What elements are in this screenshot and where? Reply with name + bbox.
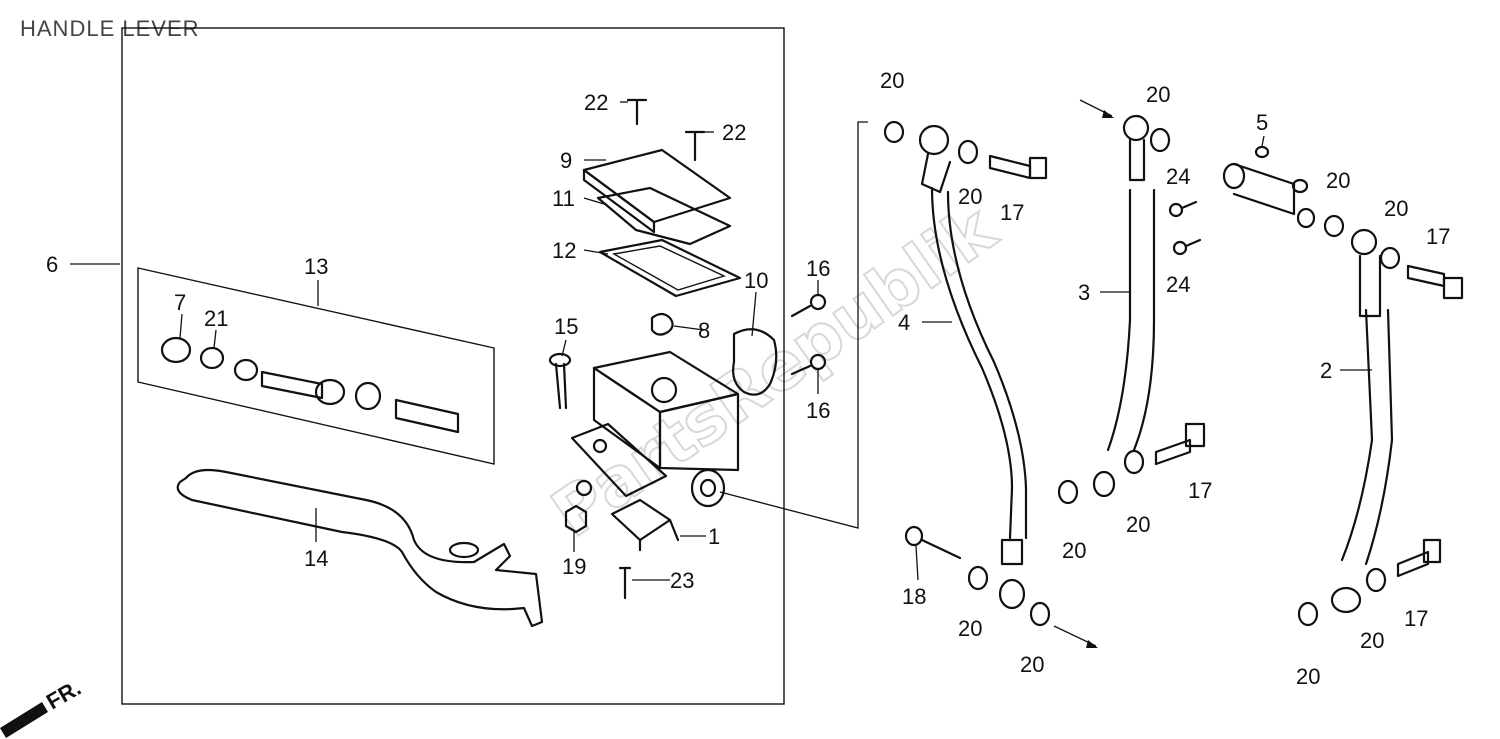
label-3: 3 [1078, 280, 1090, 305]
label-8: 8 [698, 318, 710, 343]
label-15: 15 [554, 314, 578, 339]
label-21: 21 [204, 306, 228, 331]
reservoir-clip [650, 312, 674, 336]
master-cylinder-body [570, 350, 740, 508]
label-2: 2 [1320, 358, 1332, 383]
screw-22b [684, 130, 706, 162]
hose-clamp-bolts [1168, 200, 1202, 256]
flow-arrowhead-1 [1102, 110, 1114, 118]
front-direction-arrow: FR. [0, 675, 85, 738]
label-5: 5 [1256, 110, 1268, 135]
label-7: 7 [174, 290, 186, 315]
screw-22a [626, 98, 648, 126]
label-19: 19 [562, 554, 586, 579]
label-14: 14 [304, 546, 328, 571]
brake-hose-3 [1092, 114, 1156, 498]
label-22b: 22 [722, 120, 746, 145]
label-23: 23 [670, 568, 694, 593]
label-13: 13 [304, 254, 328, 279]
pivot-bolt [548, 352, 572, 410]
label-20c: 20 [958, 616, 982, 641]
label-6: 6 [46, 252, 58, 277]
three-way-joint [1222, 145, 1316, 229]
holder-bolt-16b [790, 353, 827, 376]
label-20e: 20 [1146, 82, 1170, 107]
label-16a: 16 [806, 256, 830, 281]
label-20b: 20 [958, 184, 982, 209]
brake-hose-2 [1330, 228, 1394, 614]
label-22a: 22 [584, 90, 608, 115]
label-1: 1 [708, 524, 720, 549]
label-16b: 16 [806, 398, 830, 423]
bleeder-bolt [904, 525, 962, 560]
reservoir-cap [582, 148, 732, 234]
sealing-washers [883, 120, 1401, 627]
lever-boot [732, 328, 778, 396]
brake-hose-4 [918, 124, 1028, 610]
label-20k: 20 [1296, 664, 1320, 689]
label-20g: 20 [1062, 538, 1086, 563]
holder-bolt-16a [790, 293, 827, 318]
label-24a: 24 [1166, 164, 1190, 189]
label-17d: 17 [1404, 606, 1428, 631]
pivot-nut [564, 504, 588, 534]
label-4: 4 [898, 310, 910, 335]
label-20d: 20 [1020, 652, 1044, 677]
oil-bolts [988, 154, 1464, 578]
label-17b: 17 [1188, 478, 1212, 503]
leader-lines [70, 101, 1372, 581]
piston-kit-parts [160, 336, 460, 434]
label-17a: 17 [1000, 200, 1024, 225]
cap-plate [596, 186, 732, 246]
label-18: 18 [902, 584, 926, 609]
brake-switch [610, 498, 680, 552]
part-number-labels: 6 13 7 21 14 22 22 9 11 12 10 8 15 16 16… [46, 68, 1450, 689]
label-20j: 20 [1360, 628, 1384, 653]
label-20i: 20 [1384, 196, 1408, 221]
label-17c: 17 [1426, 224, 1450, 249]
label-20f: 20 [1126, 512, 1150, 537]
brake-lever [176, 468, 544, 628]
label-12: 12 [552, 238, 576, 263]
label-24b: 24 [1166, 272, 1190, 297]
flow-arrowhead-2 [1086, 640, 1098, 648]
label-9: 9 [560, 148, 572, 173]
label-20a: 20 [880, 68, 904, 93]
switch-screw [618, 566, 632, 600]
lever-pivot-hole [448, 541, 480, 559]
label-20h: 20 [1326, 168, 1350, 193]
connection-line [719, 121, 868, 529]
piston-kit-frame [137, 267, 495, 465]
diaphragm [598, 238, 742, 298]
label-11: 11 [552, 186, 575, 211]
label-10: 10 [744, 268, 768, 293]
direction-label: FR. [42, 675, 85, 714]
assembly-frame [121, 27, 785, 705]
